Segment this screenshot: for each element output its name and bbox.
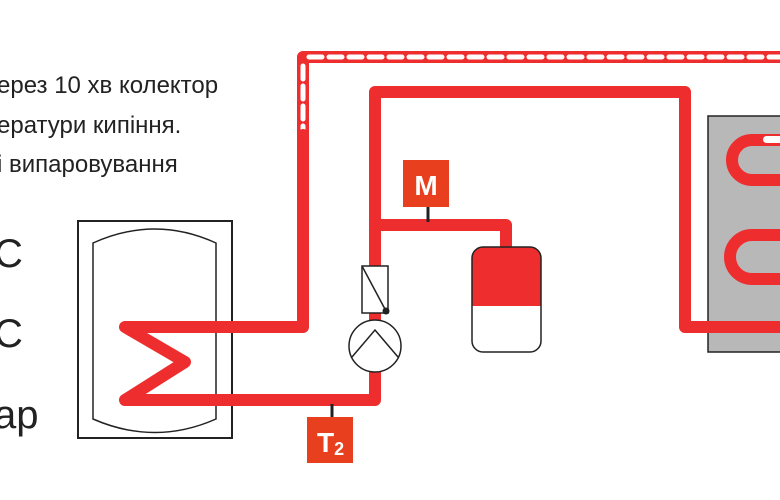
manometer-label: M	[414, 170, 437, 201]
value-line-2: С	[0, 312, 23, 356]
vapor-pipe	[297, 51, 780, 140]
pump-icon	[348, 319, 402, 373]
storage-tank-inner	[92, 228, 217, 434]
value-line-1: С	[0, 232, 23, 276]
supply-pipe	[119, 129, 381, 406]
collector-coil-lower	[724, 229, 780, 285]
description-line-2: ератури кипіння.	[0, 112, 182, 139]
check-valve-icon	[361, 265, 390, 315]
expansion-branch-pipe	[375, 219, 512, 252]
temp-sensor-label: T2	[317, 427, 344, 459]
value-line-3: ар	[0, 393, 39, 437]
return-pipe	[369, 86, 780, 333]
manometer-box	[403, 160, 449, 207]
temp-sensor-box	[307, 417, 353, 463]
collector-coil-upper	[726, 134, 780, 186]
description-line-3: і випаровування	[0, 151, 178, 178]
expansion-vessel	[471, 246, 542, 353]
description-line-1: ерез 10 хв колектор	[0, 72, 219, 99]
